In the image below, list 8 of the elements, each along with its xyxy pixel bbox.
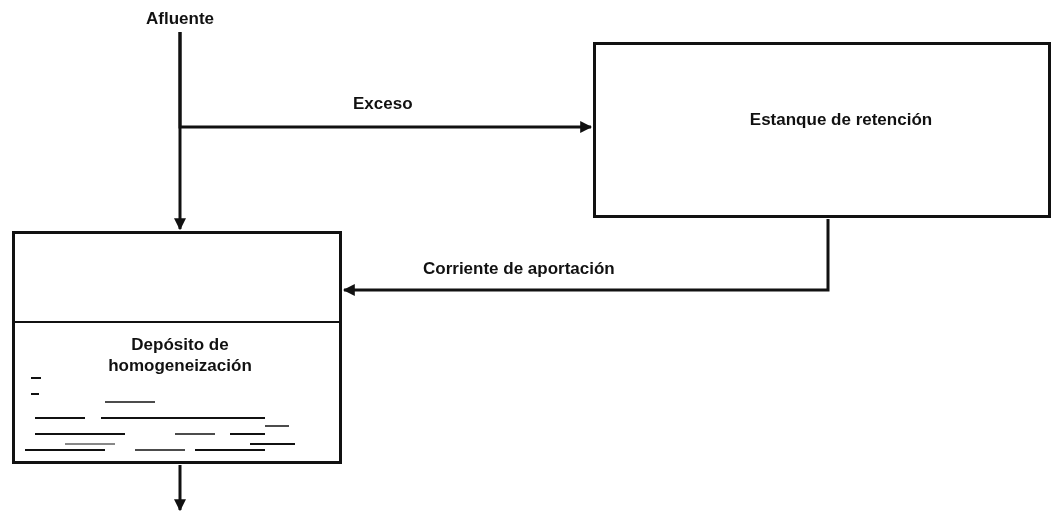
tank-label: Depósito de homogeneización: [107, 334, 253, 377]
homogenization-tank: [12, 231, 342, 464]
retention-tank-box: [593, 42, 1051, 218]
inlet-label: Afluente: [145, 8, 215, 30]
arrow: [178, 32, 593, 133]
box-label: Estanque de retención: [748, 109, 934, 131]
arrow: [174, 465, 186, 512]
arrow: [342, 219, 830, 296]
